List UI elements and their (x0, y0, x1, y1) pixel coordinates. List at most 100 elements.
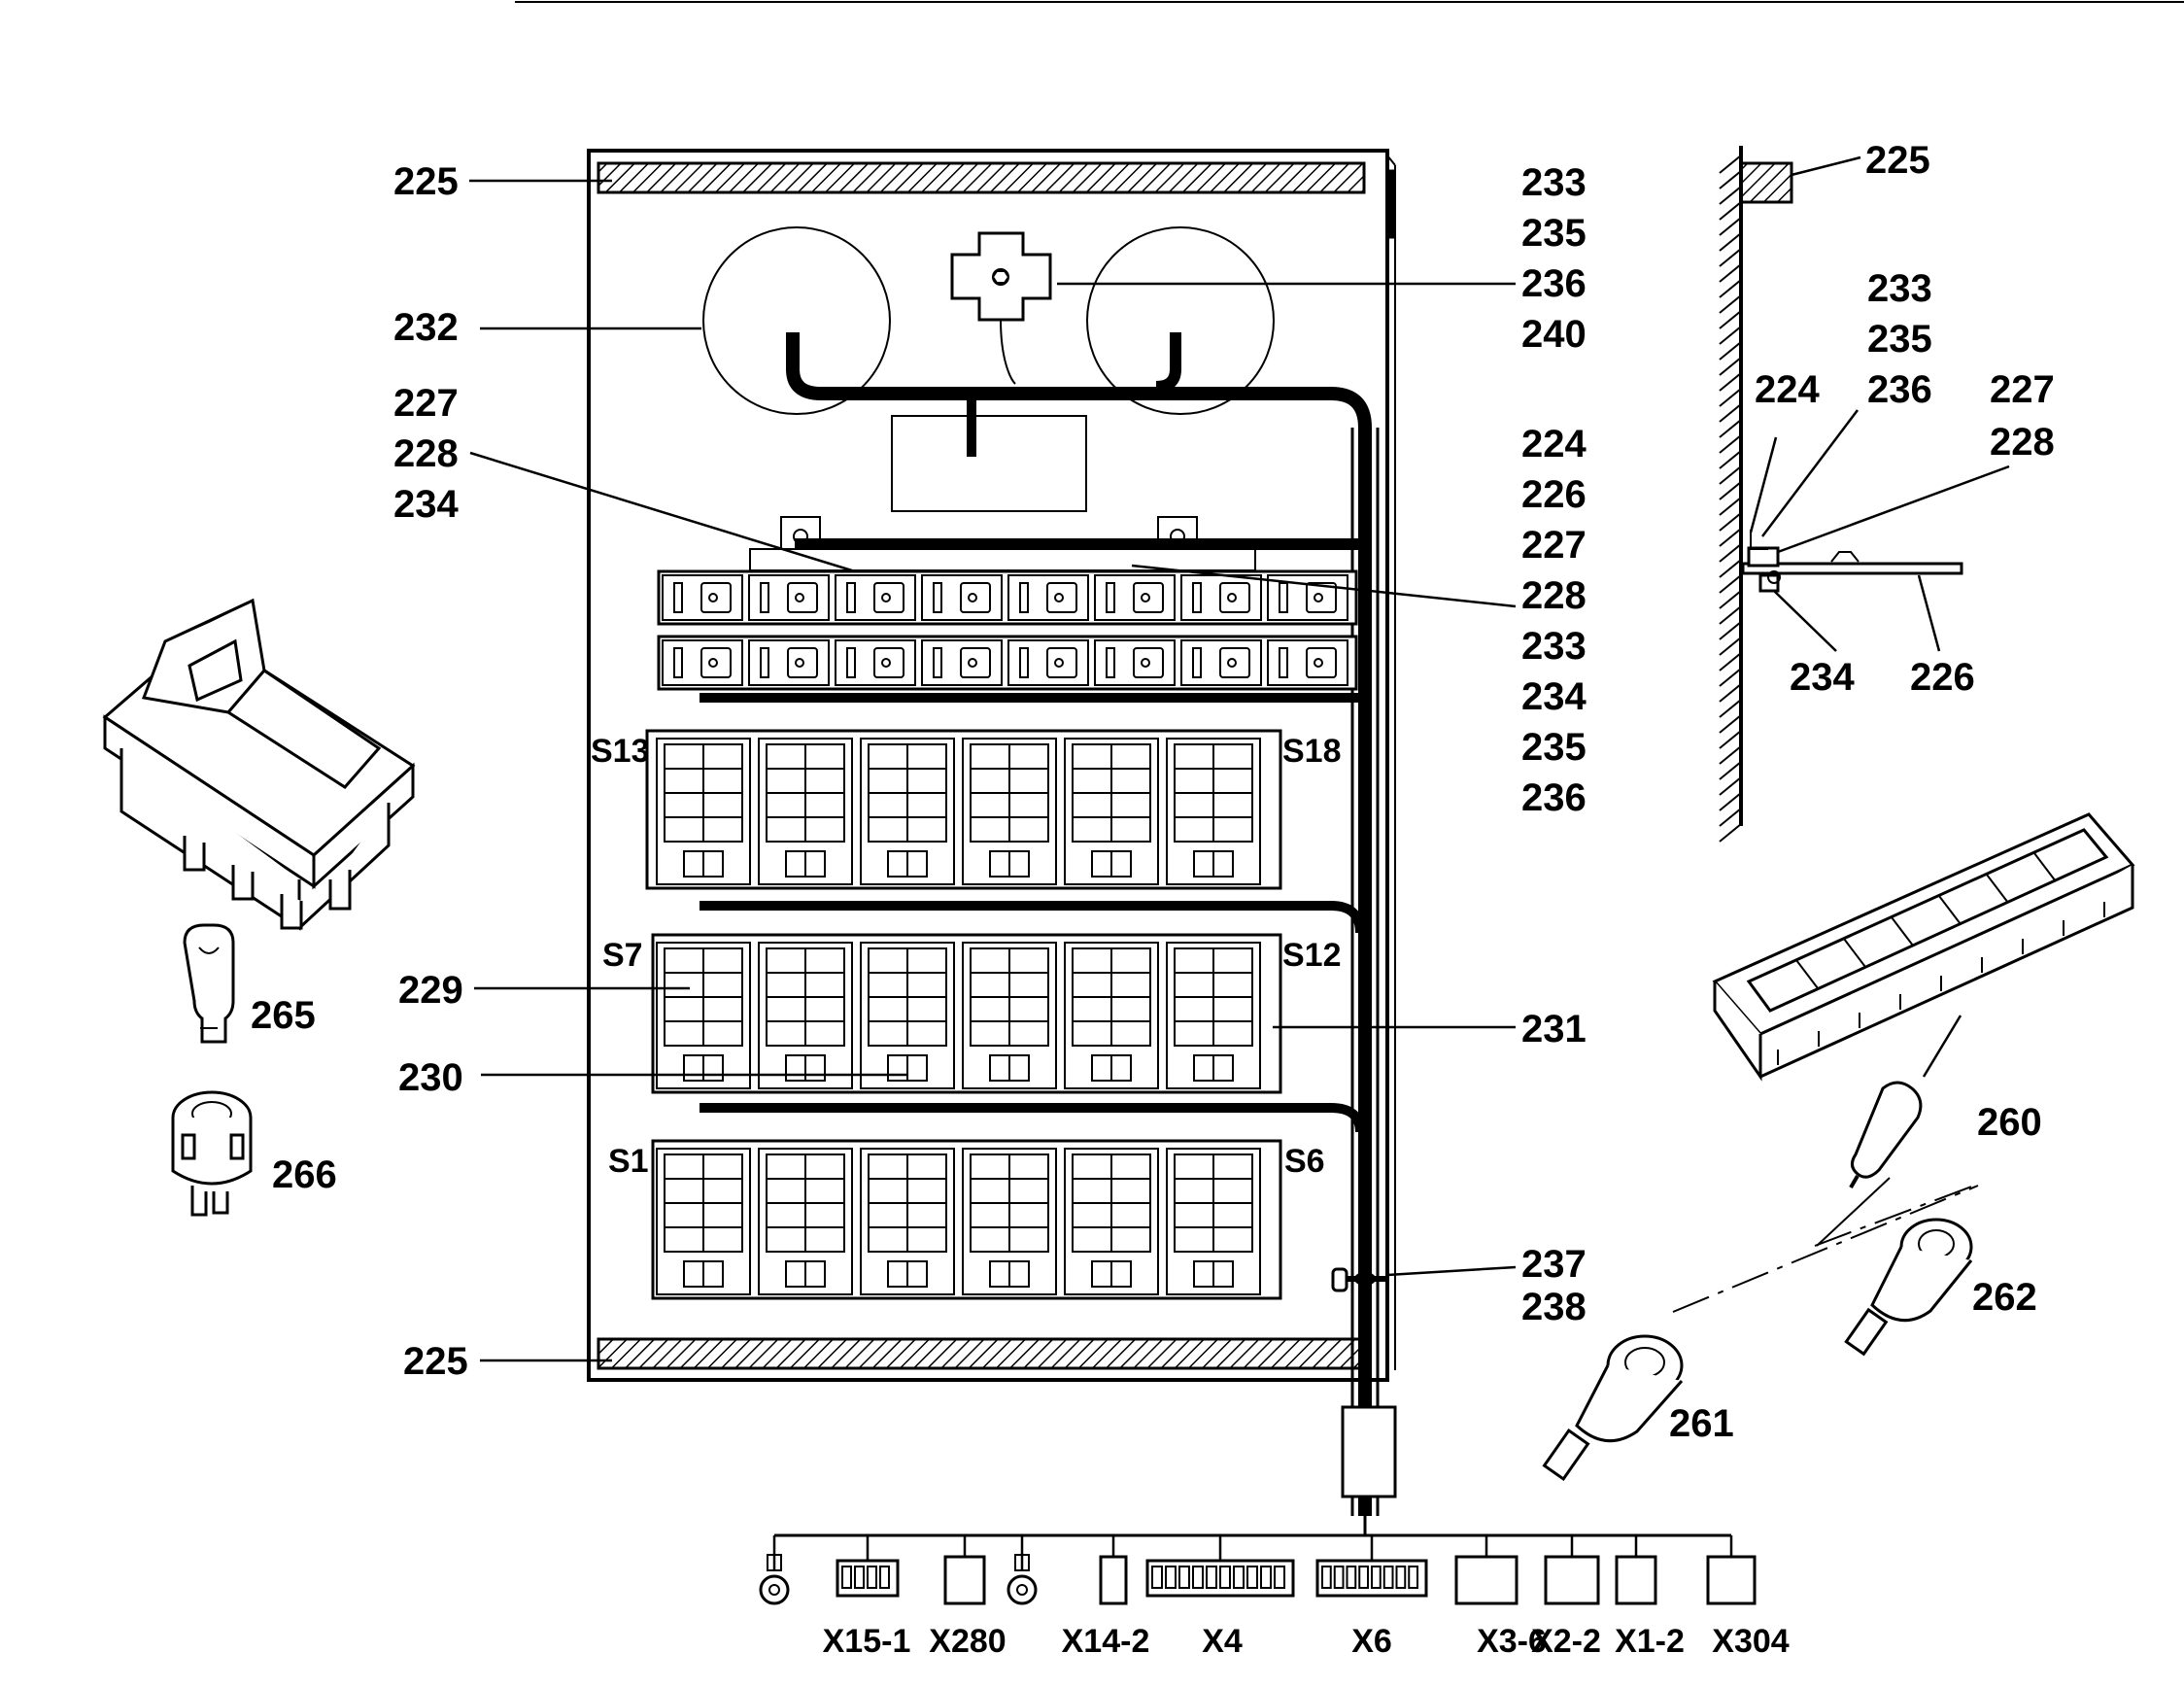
callout-side-234: 234 (1790, 656, 1855, 699)
callout-266: 266 (272, 1153, 337, 1196)
slot-label-s13: S13 (591, 733, 650, 770)
switch-module (860, 942, 955, 1089)
callout-side-236: 236 (1867, 368, 1932, 411)
slot-label-s12: S12 (1282, 937, 1342, 974)
callout-side-224: 224 (1755, 368, 1820, 411)
slot-label-s1: S1 (608, 1143, 649, 1180)
callout-r1-235: 235 (1521, 212, 1587, 255)
relay-cell (1267, 574, 1348, 621)
connector-label: X14-2 (1062, 1623, 1150, 1660)
callout-r2-234: 234 (1521, 675, 1587, 718)
leader-lines (469, 179, 1517, 1362)
bracket-right (1157, 516, 1198, 549)
callout-225-bottom: 225 (403, 1340, 468, 1383)
relay-cell (1267, 639, 1348, 686)
switch-strip-panel (1712, 812, 2135, 1082)
connector-plug (1454, 1535, 1519, 1605)
rocker-switch (102, 598, 416, 931)
connector-label: X1-2 (1615, 1623, 1685, 1660)
switch-module (1166, 1148, 1261, 1295)
connector-plug (836, 1535, 900, 1598)
wall-hatch (1719, 155, 1742, 843)
callout-r2-236: 236 (1521, 776, 1587, 819)
switch-module (962, 1148, 1057, 1295)
switch-module (656, 738, 751, 885)
switch-module-groups (645, 729, 1282, 1300)
left-gauge-ring (702, 226, 891, 415)
switch-module (758, 1148, 853, 1295)
connector-parts (759, 1535, 1757, 1605)
connector-plug (1145, 1535, 1295, 1598)
callout-r2-224: 224 (1521, 423, 1587, 465)
callout-r2-228: 228 (1521, 574, 1587, 617)
switch-module (962, 942, 1057, 1089)
switch-module (1064, 738, 1159, 885)
connector-plug (1544, 1535, 1600, 1605)
callout-r2-233: 233 (1521, 625, 1587, 668)
control-module (891, 415, 1087, 512)
relay-cell (1094, 639, 1176, 686)
slot-label-s6: S6 (1284, 1143, 1325, 1180)
center-cross-part (950, 231, 1052, 385)
bottom-rail (597, 1337, 1366, 1370)
switch-module (758, 942, 853, 1089)
switch-module (860, 1148, 955, 1295)
harness-sleeve (1341, 1405, 1397, 1498)
connector-plug (1007, 1535, 1038, 1605)
bulb-260 (1849, 1015, 1962, 1189)
relay-cell (1180, 639, 1262, 686)
switch-module (656, 1148, 751, 1295)
callout-232: 232 (393, 306, 459, 349)
callout-265: 265 (251, 994, 316, 1037)
callout-r2-226: 226 (1521, 473, 1587, 516)
callout-261: 261 (1669, 1402, 1734, 1445)
callout-231: 231 (1521, 1008, 1587, 1050)
connector-plug (1099, 1535, 1128, 1605)
relay-cell (748, 574, 830, 621)
callout-r2-235: 235 (1521, 726, 1587, 769)
right-gauge-ring (1086, 226, 1275, 415)
callout-238: 238 (1521, 1286, 1587, 1328)
switch-module (656, 942, 751, 1089)
connector-label: X304 (1712, 1623, 1789, 1660)
relay-cell (1094, 574, 1176, 621)
slot-labels: S13 S18 S7 S12 S1 S6 (591, 733, 1342, 1180)
bracket-left (780, 516, 821, 549)
lamp-socket-262 (1844, 1218, 1973, 1357)
slot-label-s7: S7 (602, 937, 643, 974)
relay-cell (1007, 639, 1089, 686)
switch-module (860, 738, 955, 885)
bulb-socket-266 (171, 1090, 253, 1217)
callout-230: 230 (398, 1056, 463, 1099)
callout-labels: 225 232 227 228 234 229 230 225 265 266 … (251, 139, 2055, 1445)
relay-rows (657, 569, 1358, 691)
relay-cell (921, 639, 1003, 686)
relay-cell (921, 574, 1003, 621)
callout-r1-240: 240 (1521, 313, 1587, 356)
relay-cell (662, 574, 743, 621)
relay-cell (662, 639, 743, 686)
callout-r2-227: 227 (1521, 524, 1587, 567)
connector-plug (943, 1535, 986, 1605)
relay-cell (748, 639, 830, 686)
relay-cell (1007, 574, 1089, 621)
callout-260: 260 (1977, 1101, 2042, 1144)
switch-module (1064, 1148, 1159, 1295)
connector-plug (759, 1535, 790, 1605)
callout-side-226: 226 (1910, 656, 1975, 699)
connector-label: X6 (1351, 1623, 1392, 1660)
cable-clip (1331, 1267, 1385, 1292)
callout-234-left: 234 (393, 483, 459, 526)
connector-label: X15-1 (823, 1623, 911, 1660)
callout-225-top: 225 (393, 160, 459, 203)
connector-plug (1315, 1535, 1428, 1598)
callout-227-left: 227 (393, 382, 459, 425)
bulb-265 (183, 923, 235, 1044)
callout-r1-236: 236 (1521, 262, 1587, 305)
slot-label-s18: S18 (1282, 733, 1342, 770)
top-rail (597, 161, 1366, 194)
switch-module (1064, 942, 1159, 1089)
